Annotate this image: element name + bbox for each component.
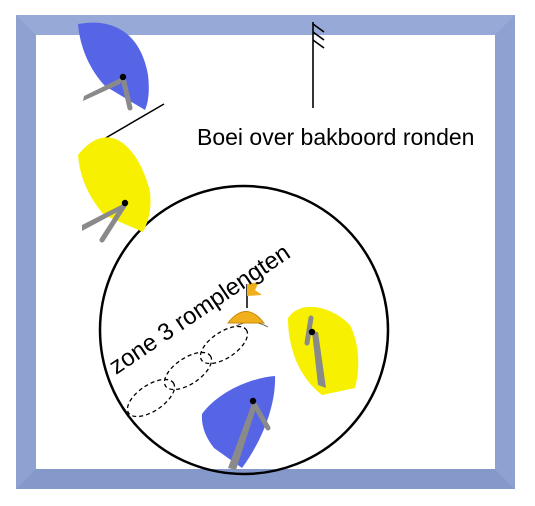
boat-yellow-left	[78, 137, 151, 240]
boat-blue-bottom	[202, 376, 275, 470]
diagram-title: Boei over bakboord ronden	[197, 124, 474, 150]
boat-blue-top	[78, 23, 149, 110]
wind-flag-icon	[313, 22, 324, 108]
boat-yellow-right	[288, 307, 358, 395]
zone-label: zone 3 romplengten	[104, 239, 295, 380]
